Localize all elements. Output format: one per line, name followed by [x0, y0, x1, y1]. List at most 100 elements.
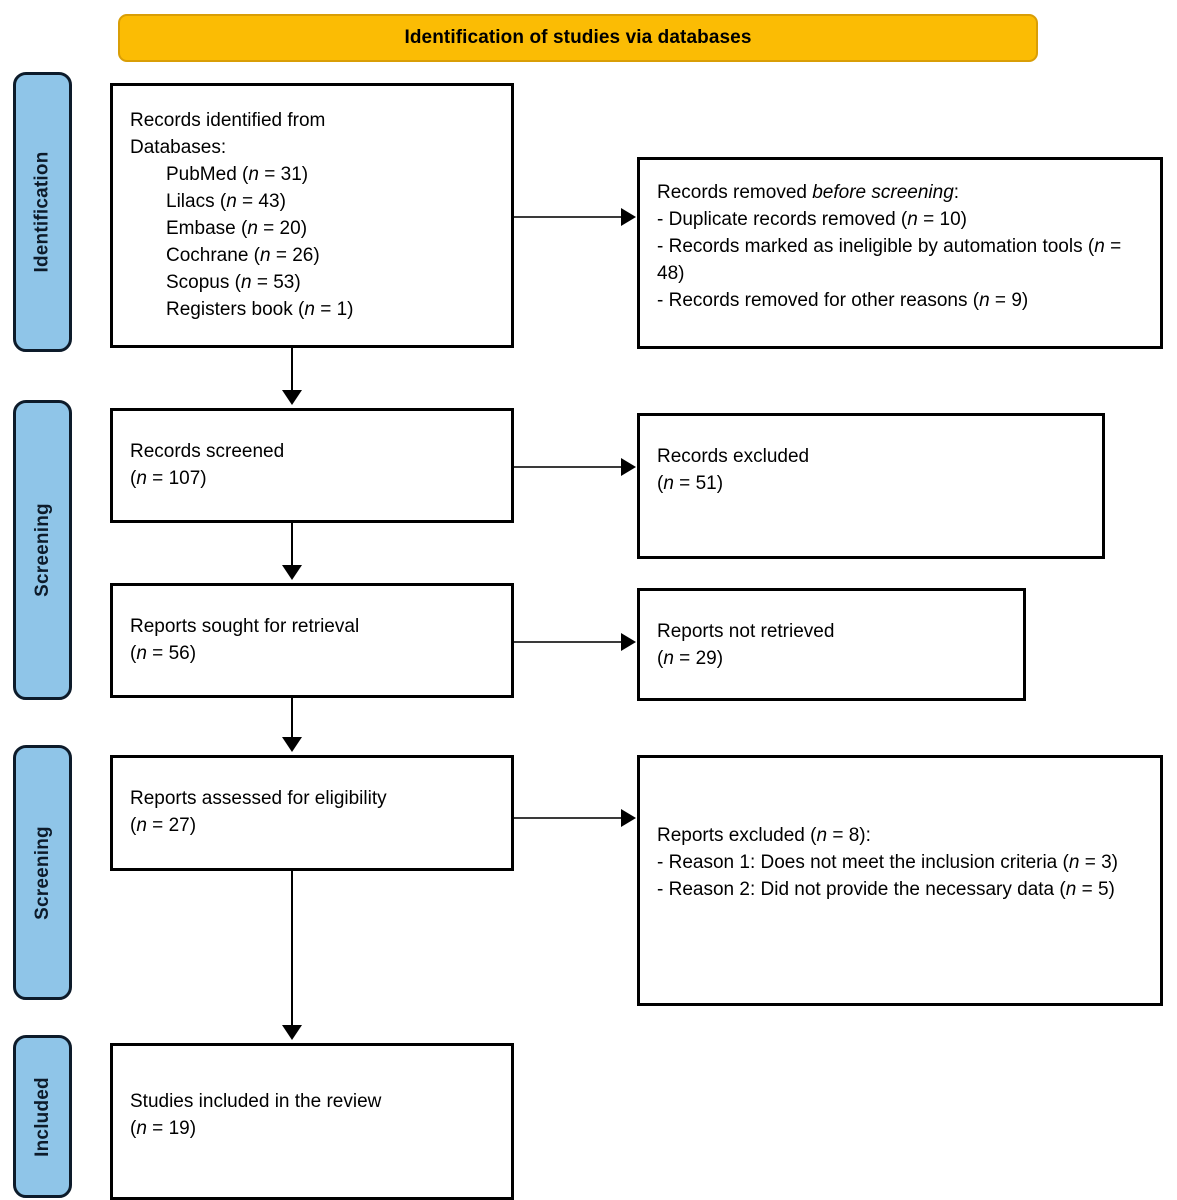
n-symbol: n — [136, 814, 147, 836]
count-value: 51 — [695, 472, 717, 494]
records-removed-heading-pre: Records removed — [657, 182, 813, 203]
count-value: 107 — [168, 467, 201, 489]
count-value: 29 — [695, 647, 717, 669]
n-symbol: n — [1068, 851, 1080, 873]
box-studies-included-body: Studies included in the review (n = 19) — [130, 1089, 501, 1143]
reports-assessed-title: Reports assessed for eligibility — [130, 788, 387, 809]
connector-identified-to-removed — [514, 216, 622, 218]
box-records-identified-body: Records identified from Databases: PubMe… — [130, 108, 501, 324]
n-symbol: n — [226, 190, 237, 212]
n-symbol: n — [1065, 878, 1077, 900]
reports-excluded-reason-1: - Reason 1: Does not meet the inclusion … — [657, 850, 1150, 877]
item-text: - Reason 2: Did not provide the necessar… — [657, 878, 1066, 900]
equals-sign: = — [270, 244, 293, 266]
n-symbol: n — [663, 647, 674, 669]
records-removed-heading: Records removed before screening: — [657, 180, 1150, 207]
box-reports-excluded-reasons-body: Reports excluded (n = 8): - Reason 1: Do… — [657, 823, 1150, 904]
records-screened-title: Records screened — [130, 441, 285, 462]
reports-not-retrieved-count: (n = 29) — [657, 647, 724, 669]
item-n: 9 — [1011, 289, 1022, 311]
reports-sought-title: Reports sought for retrieval — [130, 616, 360, 637]
equals-sign: = — [1079, 851, 1102, 873]
source-n-pubmed: 31 — [280, 163, 302, 185]
n-symbol: n — [247, 217, 258, 239]
n-symbol: n — [248, 163, 259, 185]
records-removed-heading-post: : — [953, 182, 960, 203]
item-text: - Records removed for other reasons ( — [657, 289, 980, 311]
records-excluded-count: (n = 51) — [657, 472, 724, 494]
box-reports-not-retrieved: Reports not retrieved (n = 29) — [637, 588, 1026, 701]
stage-bar-screening-1: Screening — [13, 400, 72, 700]
box-records-screened-body: Records screened (n = 107) — [130, 439, 501, 493]
box-records-screened: Records screened (n = 107) — [110, 408, 514, 523]
stage-label-included: Included — [31, 1076, 53, 1157]
count-value: 56 — [168, 642, 190, 664]
connector-sought-to-not-retrieved — [514, 641, 622, 643]
equals-sign: = — [314, 298, 337, 320]
n-symbol: n — [979, 289, 990, 311]
heading-n: 8 — [848, 825, 860, 846]
item-n: 5 — [1097, 878, 1109, 900]
equals-sign: = — [673, 472, 696, 494]
box-reports-not-retrieved-body: Reports not retrieved (n = 29) — [657, 619, 1013, 673]
records-screened-count: (n = 107) — [130, 467, 207, 489]
stage-bar-included: Included — [13, 1035, 72, 1198]
n-symbol: n — [907, 208, 918, 230]
box-reports-assessed-body: Reports assessed for eligibility (n = 27… — [130, 786, 501, 840]
box-reports-assessed: Reports assessed for eligibility (n = 27… — [110, 755, 514, 871]
arrowhead-identified-to-removed — [621, 208, 636, 226]
box-records-identified: Records identified from Databases: PubMe… — [110, 83, 514, 348]
n-symbol: n — [304, 298, 315, 320]
item-text-post: ) — [960, 208, 967, 230]
equals-sign: = — [146, 1117, 169, 1139]
records-removed-heading-emphasis: before screening — [812, 182, 954, 203]
diagram-title: Identification of studies via databases — [404, 27, 752, 48]
studies-included-count: (n = 19) — [130, 1117, 197, 1139]
studies-included-title: Studies included in the review — [130, 1091, 382, 1112]
connector-identified-to-screened — [291, 348, 293, 392]
records-removed-item-duplicates: - Duplicate records removed (n = 10) — [657, 207, 1150, 234]
source-n-cochrane: 26 — [292, 244, 314, 266]
connector-assessed-to-reports-excluded — [514, 817, 622, 819]
arrowhead-sought-to-not-retrieved — [621, 633, 636, 651]
equals-sign: = — [251, 271, 274, 293]
item-text-post: ) — [1111, 851, 1118, 873]
source-row-cochrane: Cochrane (n = 26) — [166, 244, 320, 266]
records-removed-item-other: - Records removed for other reasons (n =… — [657, 288, 1150, 315]
connector-screened-to-sought — [291, 523, 293, 565]
source-name-cochrane: Cochrane — [166, 244, 249, 266]
source-name-embase: Embase — [166, 217, 236, 239]
source-row-lilacs: Lilacs (n = 43) — [166, 190, 286, 212]
stage-bar-identification: Identification — [13, 72, 72, 352]
source-row-registers-book: Registers book (n = 1) — [166, 298, 354, 320]
reports-not-retrieved-title: Reports not retrieved — [657, 621, 835, 642]
source-name-lilacs: Lilacs — [166, 190, 215, 212]
reports-assessed-count: (n = 27) — [130, 814, 197, 836]
connector-screened-to-excluded — [514, 466, 622, 468]
arrowhead-sought-to-assessed — [282, 737, 302, 752]
reports-sought-count: (n = 56) — [130, 642, 197, 664]
reports-excluded-reason-2: - Reason 2: Did not provide the necessar… — [657, 877, 1150, 904]
equals-sign: = — [146, 467, 169, 489]
arrowhead-screened-to-sought — [282, 565, 302, 580]
source-name-registers-book: Registers book — [166, 298, 293, 320]
n-symbol: n — [1094, 235, 1105, 257]
item-text-post: ) — [678, 262, 685, 284]
stage-label-screening-1: Screening — [31, 503, 53, 597]
source-row-embase: Embase (n = 20) — [166, 217, 308, 239]
source-row-scopus: Scopus (n = 53) — [166, 271, 301, 293]
connector-sought-to-assessed — [291, 698, 293, 738]
stage-label-identification: Identification — [31, 151, 53, 273]
n-symbol: n — [663, 472, 674, 494]
records-identified-line-2: Databases: — [130, 136, 227, 158]
equals-sign: = — [258, 163, 281, 185]
equals-sign: = — [917, 208, 940, 230]
equals-sign: = — [1104, 235, 1122, 257]
arrowhead-assessed-to-included — [282, 1025, 302, 1040]
count-value: 19 — [168, 1117, 190, 1139]
box-records-excluded-body: Records excluded (n = 51) — [657, 444, 1092, 498]
equals-sign: = — [146, 642, 169, 664]
n-symbol: n — [136, 642, 147, 664]
item-n: 48 — [657, 262, 679, 284]
